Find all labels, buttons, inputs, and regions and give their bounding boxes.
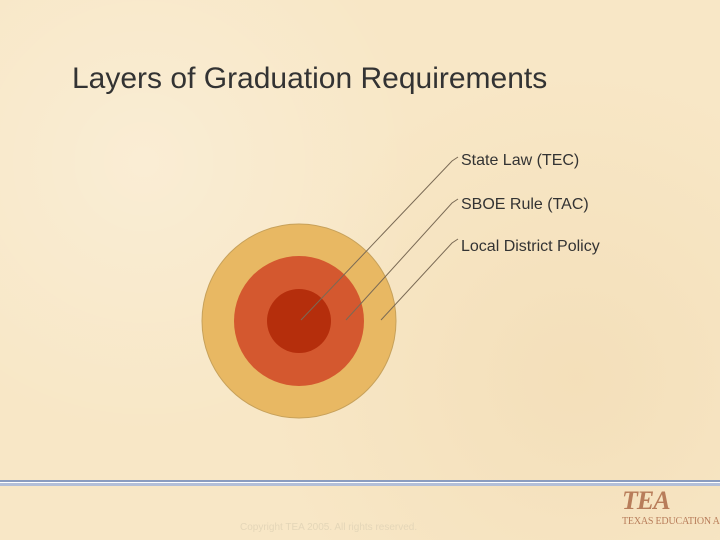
slide-title: Layers of Graduation Requirements	[72, 62, 548, 95]
tea-logo-mark: TEA	[622, 486, 671, 515]
state-law-leader-line	[300, 156, 459, 321]
tea-logo: TEA TEXAS EDUCATION AGENCY	[622, 486, 720, 536]
state-law-label: State Law (TEC)	[461, 152, 580, 169]
footer-divider	[0, 480, 720, 486]
sboe-rule-leader-line	[345, 198, 459, 321]
local-policy-leader-line	[380, 238, 459, 321]
copyright-text: Copyright TEA 2005. All rights reserved.	[240, 522, 418, 533]
local-district-policy-label: Local District Policy	[461, 238, 600, 255]
sboe-rule-label: SBOE Rule (TAC)	[461, 196, 589, 213]
tea-logo-name: TEXAS EDUCATION AGENCY	[622, 516, 720, 527]
